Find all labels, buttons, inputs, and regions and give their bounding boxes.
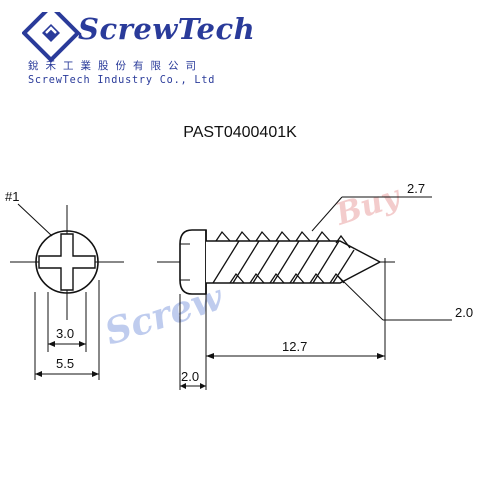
head-diameter-label: 5.5: [56, 356, 74, 371]
head-height-label: 2.0: [181, 369, 199, 384]
watermark-text: Screw: [100, 276, 230, 354]
thread-diameter-label: 2.7: [407, 181, 425, 196]
recess-width-label: 3.0: [56, 326, 74, 341]
company-name: ScrewTech: [78, 12, 256, 46]
root-diameter-label: 2.0: [455, 305, 473, 320]
screw-side-view: [157, 196, 452, 390]
logo-diamond-icon: [22, 12, 81, 63]
drive-size-label: #1: [5, 189, 19, 204]
part-number: PAST0400401K: [183, 124, 297, 141]
company-logo: [22, 12, 81, 63]
company-english-name: ScrewTech Industry Co., Ltd: [28, 75, 216, 86]
company-chinese-name: 銳禾工業股份有限公司: [28, 60, 203, 72]
svg-text:Buy: Buy: [331, 179, 407, 233]
length-label: 12.7: [282, 339, 307, 354]
screw-front-view: [10, 203, 124, 380]
